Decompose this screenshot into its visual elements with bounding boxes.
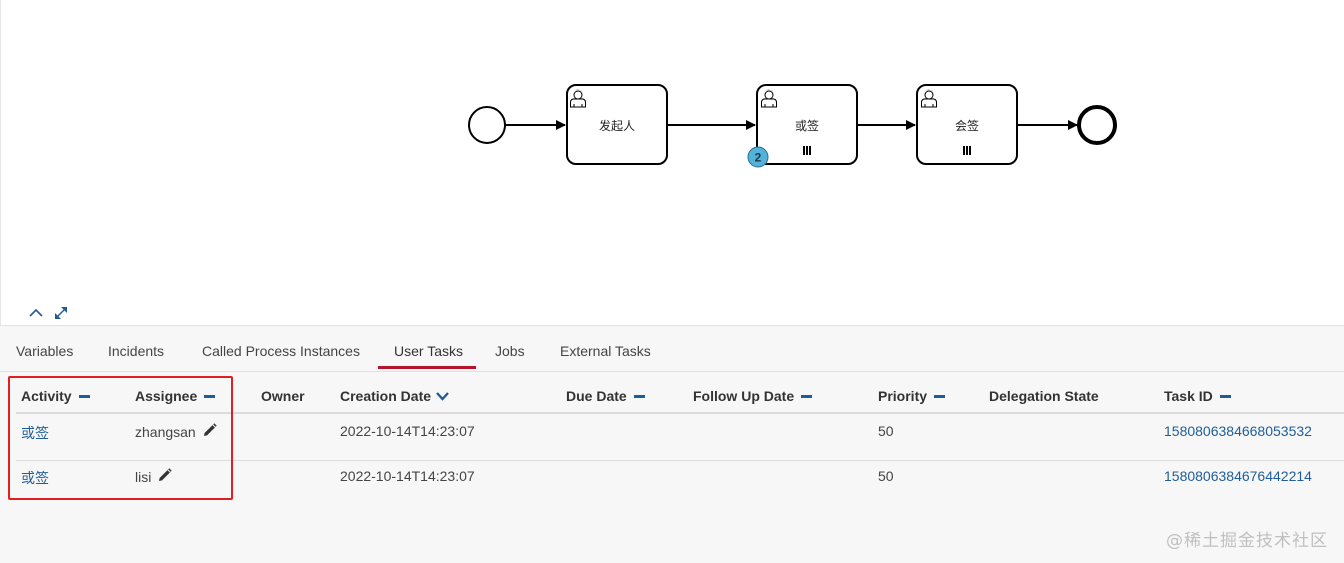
creation-date-cell: 2022-10-14T14:23:07 <box>340 423 475 439</box>
fullscreen-diagram-button[interactable] <box>52 304 70 322</box>
task-id-link[interactable]: 1580806384668053532 <box>1164 423 1312 439</box>
column-header-due-date[interactable]: Due Date <box>566 388 645 404</box>
column-label: Delegation State <box>989 388 1099 404</box>
column-label: Priority <box>878 388 928 404</box>
sort-descending-icon[interactable] <box>436 391 449 401</box>
column-header-follow-up-date[interactable]: Follow Up Date <box>693 388 813 404</box>
badge-count: 2 <box>755 151 762 165</box>
column-header-task-id[interactable]: Task ID <box>1164 388 1231 404</box>
table-row: 或签 lisi 2022-10-14T14:23:07 50 158080638… <box>16 461 1344 506</box>
collapse-diagram-button[interactable] <box>27 304 45 322</box>
user-task-initiator[interactable] <box>566 84 668 165</box>
tab-user-tasks[interactable]: User Tasks <box>394 343 463 359</box>
activity-link[interactable]: 或签 <box>21 470 49 486</box>
column-header-priority[interactable]: Priority <box>878 388 946 404</box>
left-border <box>0 0 1 563</box>
assignee-value: zhangsan <box>135 424 196 440</box>
chevron-up-icon <box>29 308 43 317</box>
task-id-link[interactable]: 1580806384676442214 <box>1164 468 1312 484</box>
tab-bar: Variables Incidents Called Process Insta… <box>0 326 1344 372</box>
assignee-value: lisi <box>135 469 152 485</box>
assignee-cell: lisi <box>135 468 172 485</box>
column-header-activity[interactable]: Activity <box>21 388 90 404</box>
watermark: @稀土掘金技术社区 <box>1166 531 1328 551</box>
column-header-creation-date[interactable]: Creation Date <box>340 388 449 404</box>
instance-details-panel: Variables Incidents Called Process Insta… <box>0 325 1344 563</box>
creation-date-cell: 2022-10-14T14:23:07 <box>340 468 475 484</box>
pencil-icon[interactable] <box>202 423 217 438</box>
column-label: Follow Up Date <box>693 388 795 404</box>
sort-none-icon[interactable] <box>801 394 813 398</box>
tab-called-process-instances[interactable]: Called Process Instances <box>202 343 360 359</box>
sort-none-icon[interactable] <box>78 394 90 398</box>
column-header-delegation-state: Delegation State <box>989 388 1099 404</box>
column-label: Creation Date <box>340 388 432 404</box>
multi-instance-marker-icon <box>963 146 971 155</box>
tab-variables[interactable]: Variables <box>16 343 74 359</box>
user-task-countersign[interactable] <box>916 84 1018 165</box>
column-label: Assignee <box>135 388 198 404</box>
bpmn-diagram[interactable]: 2 发起人 或签 会签 <box>0 0 1344 325</box>
task-label: 发起人 <box>598 119 635 133</box>
column-label: Task ID <box>1164 388 1213 404</box>
column-header-owner: Owner <box>261 388 305 404</box>
multi-instance-marker-icon <box>803 146 811 155</box>
end-event[interactable] <box>1077 105 1117 145</box>
instance-count-badge[interactable]: 2 <box>747 146 769 168</box>
table-row: 或签 zhangsan 2022-10-14T14:23:07 50 15808… <box>16 416 1344 461</box>
assignee-cell: zhangsan <box>135 423 217 440</box>
sort-none-icon[interactable] <box>633 394 645 398</box>
tab-incidents[interactable]: Incidents <box>108 343 165 359</box>
task-label: 或签 <box>794 119 819 133</box>
user-task-or-sign[interactable] <box>756 84 858 165</box>
column-label: Due Date <box>566 388 627 404</box>
sort-none-icon[interactable] <box>1219 394 1231 398</box>
sort-none-icon[interactable] <box>934 394 946 398</box>
column-header-assignee[interactable]: Assignee <box>135 388 216 404</box>
task-label: 会签 <box>954 119 979 133</box>
active-tab-indicator <box>378 366 476 369</box>
tab-external-tasks[interactable]: External Tasks <box>560 343 651 359</box>
tab-jobs[interactable]: Jobs <box>495 343 525 359</box>
column-label: Owner <box>261 388 305 404</box>
table-header: Activity Assignee Owner Creation Date Du… <box>16 388 1344 414</box>
priority-cell: 50 <box>878 468 894 484</box>
bpmn-canvas: 2 <box>468 84 1117 168</box>
activity-link[interactable]: 或签 <box>21 425 49 441</box>
sort-none-icon[interactable] <box>204 394 216 398</box>
expand-icon <box>55 307 67 319</box>
pencil-icon[interactable] <box>157 468 172 483</box>
priority-cell: 50 <box>878 423 894 439</box>
column-label: Activity <box>21 388 72 404</box>
start-event[interactable] <box>468 106 506 144</box>
